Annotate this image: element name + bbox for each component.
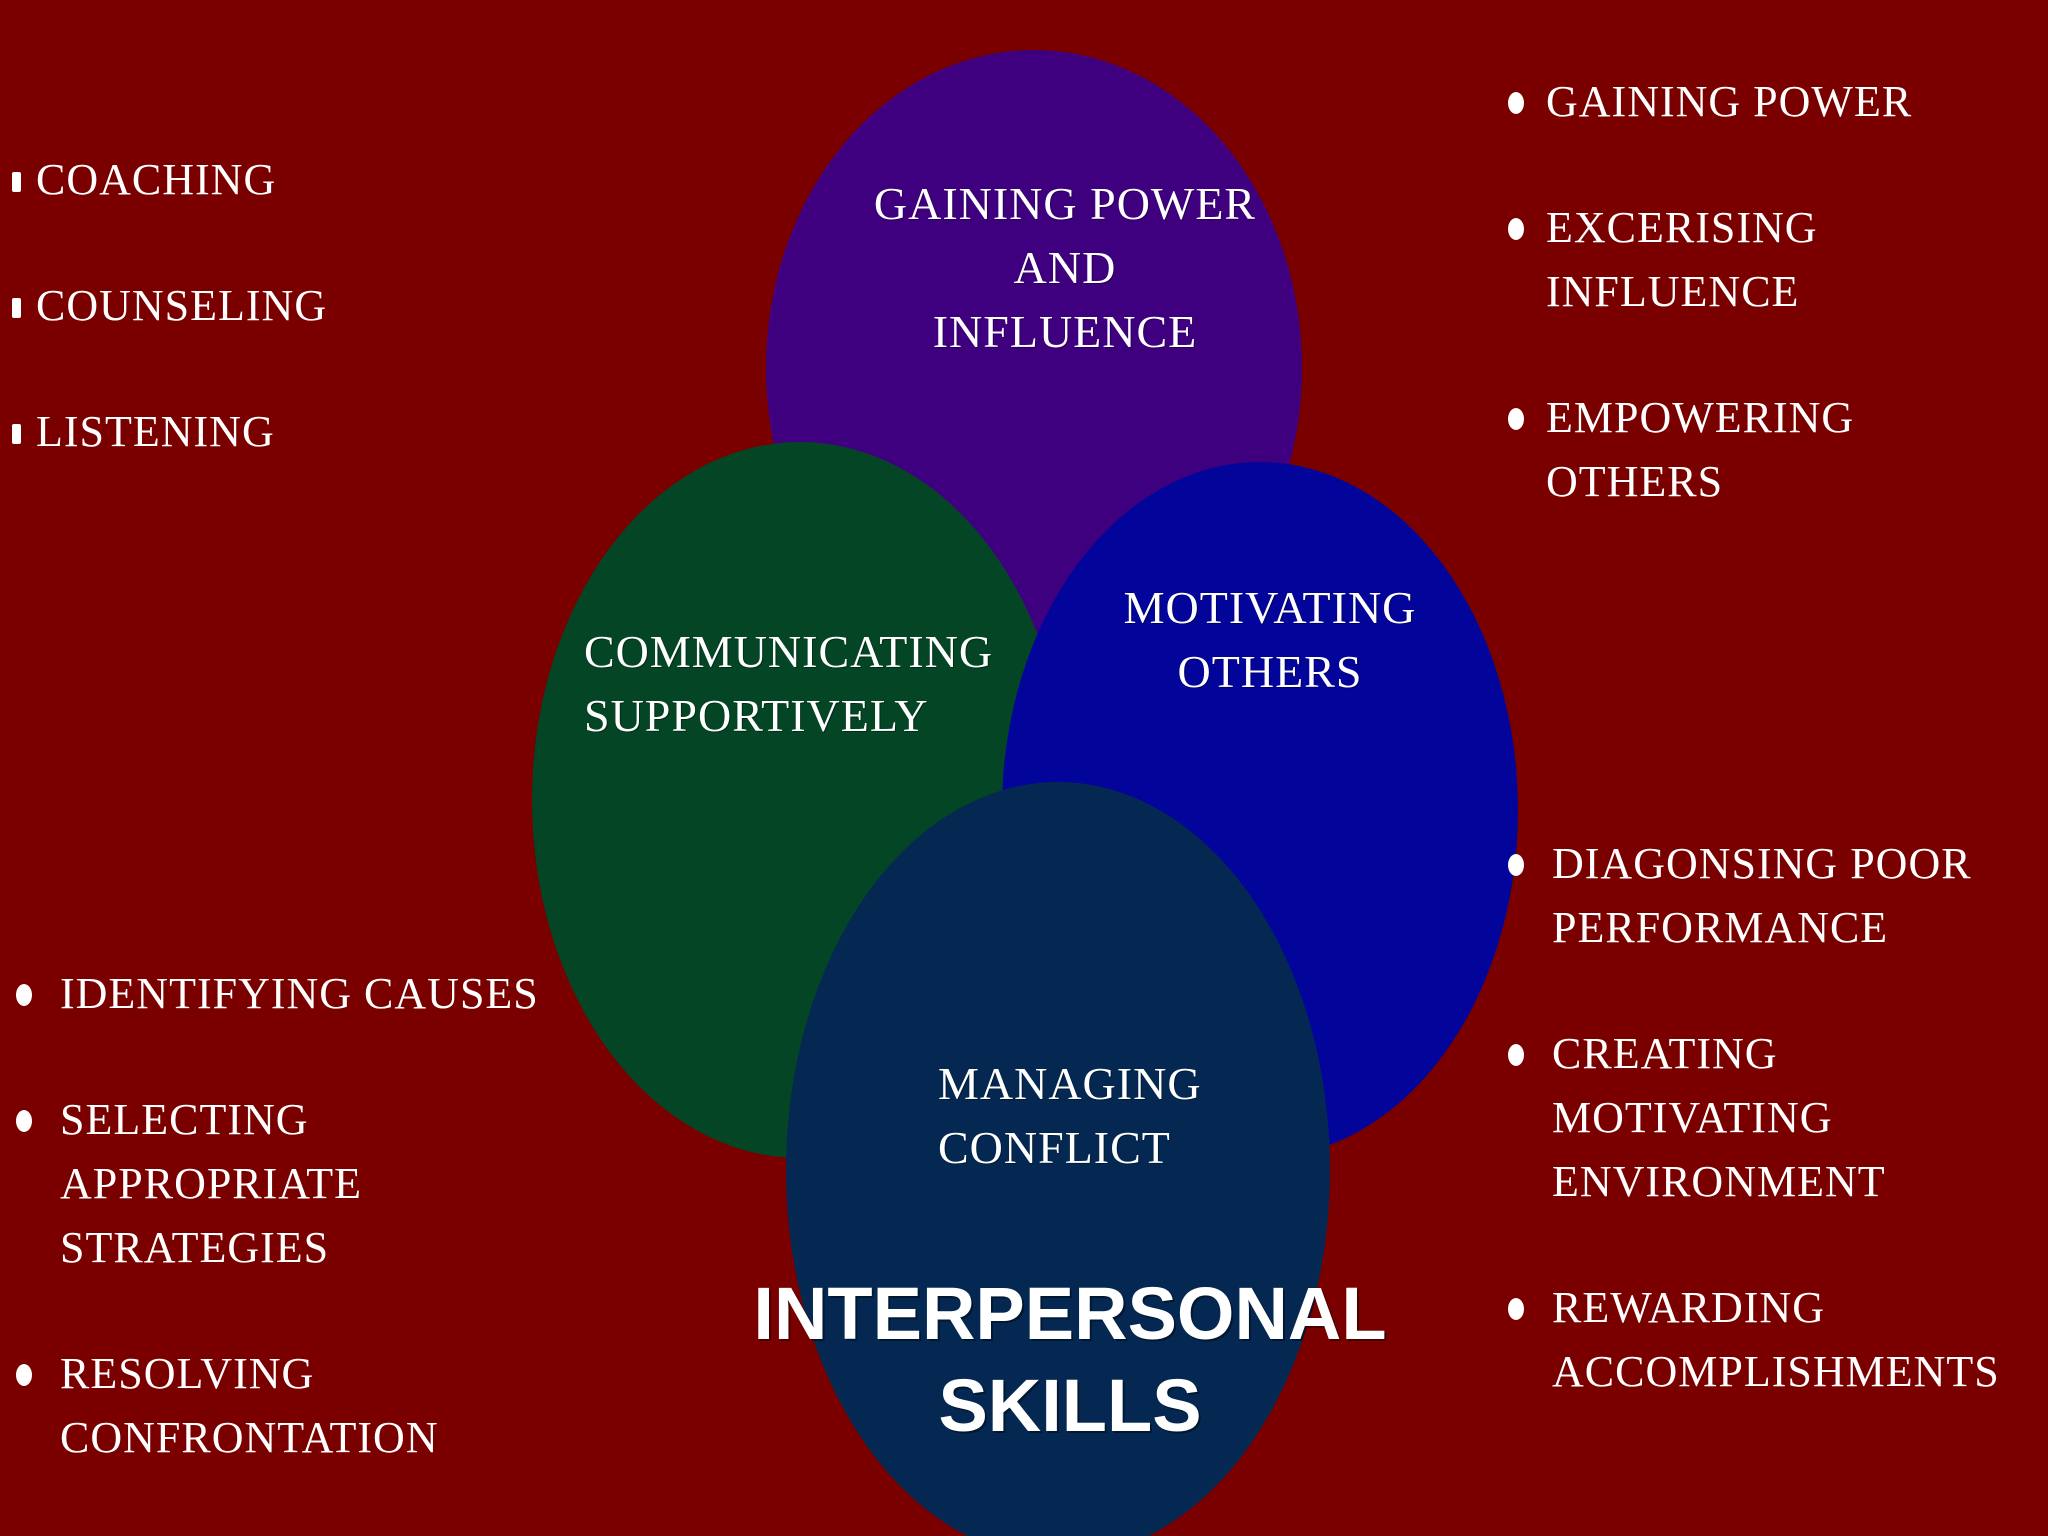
list-item: EMPOWERING OTHERS xyxy=(1508,386,2008,514)
power-skills-list: GAINING POWER EXCERISING INFLUENCE EMPOW… xyxy=(1508,70,2008,514)
motivating-skills-list: DIAGONSING POOR PERFORMANCE CREATING MOT… xyxy=(1508,832,2028,1404)
title-line-2: SKILLS xyxy=(938,1364,1202,1447)
title-line-1: INTERPERSONAL xyxy=(753,1272,1387,1355)
bullet-icon xyxy=(16,1364,32,1386)
power-circle-label: GAINING POWER AND INFLUENCE xyxy=(873,178,1257,357)
list-item: COACHING xyxy=(12,148,432,212)
conflict-circle xyxy=(786,782,1330,1536)
bullet-icon xyxy=(12,172,21,192)
bullet-icon xyxy=(1508,854,1524,876)
motivating-circle-label: MOTIVATING OTHERS xyxy=(1123,582,1417,697)
bullet-icon xyxy=(16,984,32,1006)
bullet-icon xyxy=(16,1110,32,1132)
bullet-icon xyxy=(1508,1298,1524,1320)
list-item: DIAGONSING POOR PERFORMANCE xyxy=(1508,832,2028,960)
bullet-icon xyxy=(1508,1044,1524,1066)
list-item: REWARDING ACCOMPLISHMENTS xyxy=(1508,1276,2028,1404)
bullet-icon xyxy=(12,424,21,444)
bullet-icon xyxy=(12,298,21,318)
list-item: CREATING MOTIVATING ENVIRONMENT xyxy=(1508,1022,2028,1214)
conflict-circle-label: MANAGING CONFLICT xyxy=(938,1058,1202,1173)
bullet-icon xyxy=(1508,218,1524,240)
bullet-icon xyxy=(1508,408,1524,430)
list-item: COUNSELING xyxy=(12,274,432,338)
bullet-icon xyxy=(1508,92,1524,114)
diagram-title: INTERPERSONAL SKILLS xyxy=(640,1268,1500,1452)
list-item: RESOLVING CONFRONTATION xyxy=(16,1342,576,1470)
list-item: GAINING POWER xyxy=(1508,70,2008,134)
list-item: SELECTING APPROPRIATE STRATEGIES xyxy=(16,1088,576,1280)
communicating-circle-label: COMMUNICATING SUPPORTIVELY xyxy=(584,626,994,741)
list-item: EXCERISING INFLUENCE xyxy=(1508,196,2008,324)
list-item: IDENTIFYING CAUSES xyxy=(16,962,576,1026)
conflict-skills-list: IDENTIFYING CAUSES SELECTING APPROPRIATE… xyxy=(16,962,576,1470)
communicating-skills-list: COACHING COUNSELING LISTENING xyxy=(12,148,432,464)
list-item: LISTENING xyxy=(12,400,432,464)
